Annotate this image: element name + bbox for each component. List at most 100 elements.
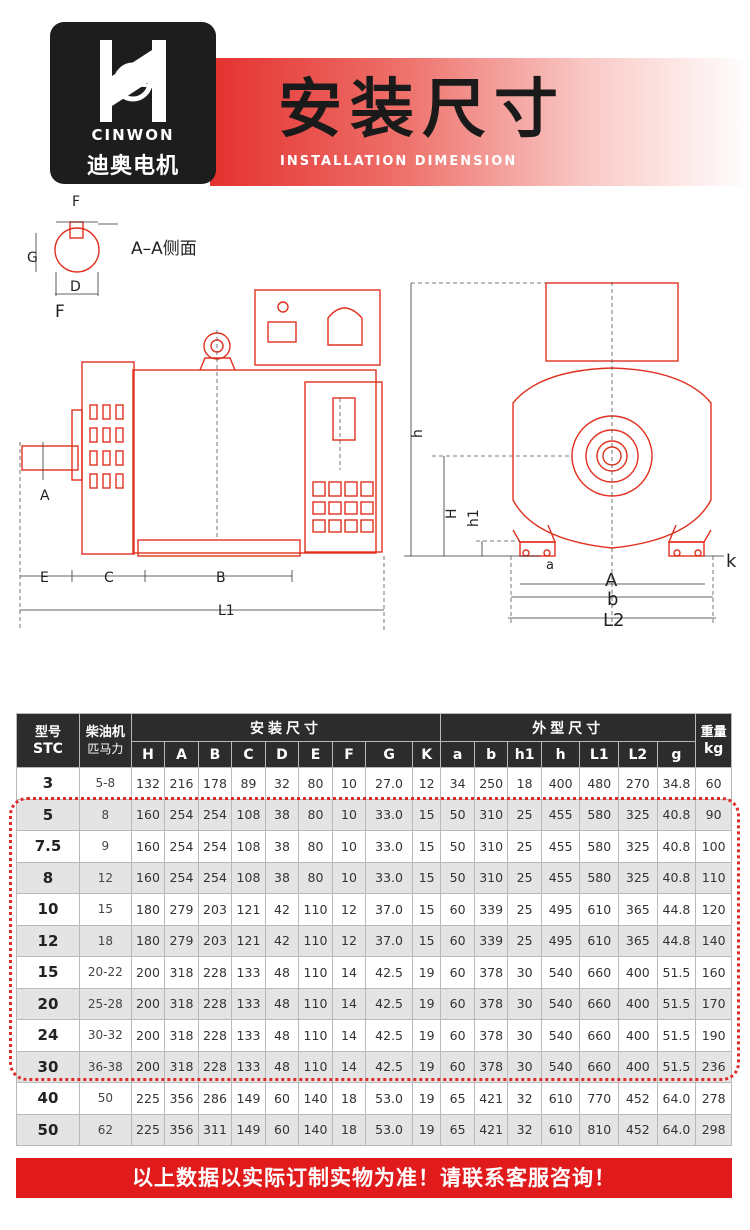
cell-l1: 610 <box>579 893 620 926</box>
label-h1: h1 <box>466 509 482 527</box>
cell-a: 279 <box>164 924 199 957</box>
cell-l1: 660 <box>579 1050 620 1083</box>
header-model-cn: 型号 <box>34 724 61 740</box>
label-a-small: a <box>546 558 554 573</box>
cell-a: 34 <box>440 767 475 800</box>
cell-h: 200 <box>130 1019 166 1052</box>
cell-a: 60 <box>440 924 475 957</box>
cell-hp: 12 <box>78 861 132 894</box>
cell-e: 110 <box>298 1050 333 1083</box>
cell-c: 133 <box>231 1019 266 1052</box>
cell-a: 216 <box>164 767 199 800</box>
cell-k: 15 <box>411 893 442 926</box>
cell-model: 50 <box>16 1113 80 1146</box>
cell-b: 228 <box>197 956 233 989</box>
cell-f: 18 <box>331 1113 367 1146</box>
cell-k: 15 <box>411 924 442 957</box>
cell-h1: 25 <box>507 893 542 926</box>
cell-b: 310 <box>473 798 509 831</box>
column-header: h1 <box>507 741 542 768</box>
cell-c: 133 <box>231 956 266 989</box>
cell-c: 133 <box>231 1050 266 1083</box>
cell-l1: 580 <box>579 798 620 831</box>
cell-a: 356 <box>164 1113 199 1146</box>
cell-l1: 810 <box>579 1113 620 1146</box>
cell-l1: 660 <box>579 956 620 989</box>
cell-l1: 610 <box>579 924 620 957</box>
column-header: h <box>540 741 581 768</box>
cell-k: 15 <box>411 861 442 894</box>
cell-b: 203 <box>197 893 233 926</box>
column-header: B <box>197 741 233 768</box>
brand-name-en: CINWON <box>91 126 175 144</box>
cell-a: 60 <box>440 956 475 989</box>
cell-h: 200 <box>130 1050 166 1083</box>
cell-h1: 25 <box>507 798 542 831</box>
cell-l2: 365 <box>618 924 658 957</box>
title-band <box>210 58 750 186</box>
cell-model: 8 <box>16 861 80 894</box>
cell-g: 53.0 <box>365 1082 413 1115</box>
cell-g: 44.8 <box>656 924 697 957</box>
installation-drawing: F G D F A E C B L1 h H h1 a A b L2 k A–A… <box>0 190 750 640</box>
label-k: k <box>726 551 737 572</box>
cell-a: 254 <box>164 798 199 831</box>
cell-h: 540 <box>540 1050 581 1083</box>
cell-f: 14 <box>331 1019 367 1052</box>
cell-e: 110 <box>298 893 333 926</box>
cell-h: 495 <box>540 924 581 957</box>
cell-a: 254 <box>164 861 199 894</box>
label-b-side: B <box>216 570 226 586</box>
cell-l1: 480 <box>579 767 620 800</box>
column-header: E <box>298 741 333 768</box>
cell-h: 200 <box>130 987 166 1020</box>
cell-f: 14 <box>331 987 367 1020</box>
cell-a: 50 <box>440 861 475 894</box>
cell-h1: 30 <box>507 956 542 989</box>
cell-e: 140 <box>298 1082 333 1115</box>
cell-a: 60 <box>440 893 475 926</box>
cell-d: 48 <box>264 987 300 1020</box>
cell-l2: 400 <box>618 1050 658 1083</box>
cell-hp: 9 <box>78 830 132 863</box>
cell-c: 149 <box>231 1113 266 1146</box>
cell-hp: 62 <box>78 1113 132 1146</box>
cell-c: 108 <box>231 861 266 894</box>
cell-kg: 60 <box>695 767 732 800</box>
header-outer-group: 外型尺寸 <box>440 713 697 742</box>
cell-e: 110 <box>298 956 333 989</box>
cell-h1: 30 <box>507 1050 542 1083</box>
cell-f: 10 <box>331 830 367 863</box>
cell-f: 10 <box>331 767 367 800</box>
header-diesel-cn: 柴油机 <box>85 724 125 740</box>
column-header: g <box>656 741 697 768</box>
cell-f: 12 <box>331 893 367 926</box>
cell-b: 286 <box>197 1082 233 1115</box>
cell-a: 50 <box>440 798 475 831</box>
cell-d: 48 <box>264 1050 300 1083</box>
cell-f: 12 <box>331 924 367 957</box>
cell-g: 37.0 <box>365 924 413 957</box>
cell-l1: 580 <box>579 830 620 863</box>
cell-g: 42.5 <box>365 1019 413 1052</box>
header-diesel: 柴油机 匹马力 <box>78 713 132 768</box>
cell-k: 19 <box>411 1019 442 1052</box>
cell-g: 51.5 <box>656 987 697 1020</box>
label-a-front: A <box>605 570 618 591</box>
cell-kg: 160 <box>695 956 732 989</box>
cell-h: 455 <box>540 861 581 894</box>
cell-e: 80 <box>298 798 333 831</box>
cell-e: 110 <box>298 987 333 1020</box>
cell-k: 19 <box>411 1082 442 1115</box>
cell-b: 228 <box>197 1050 233 1083</box>
cell-kg: 170 <box>695 987 732 1020</box>
cell-h1: 32 <box>507 1082 542 1115</box>
cell-hp: 20-22 <box>78 956 132 989</box>
cell-kg: 236 <box>695 1050 732 1083</box>
cell-k: 19 <box>411 1113 442 1146</box>
